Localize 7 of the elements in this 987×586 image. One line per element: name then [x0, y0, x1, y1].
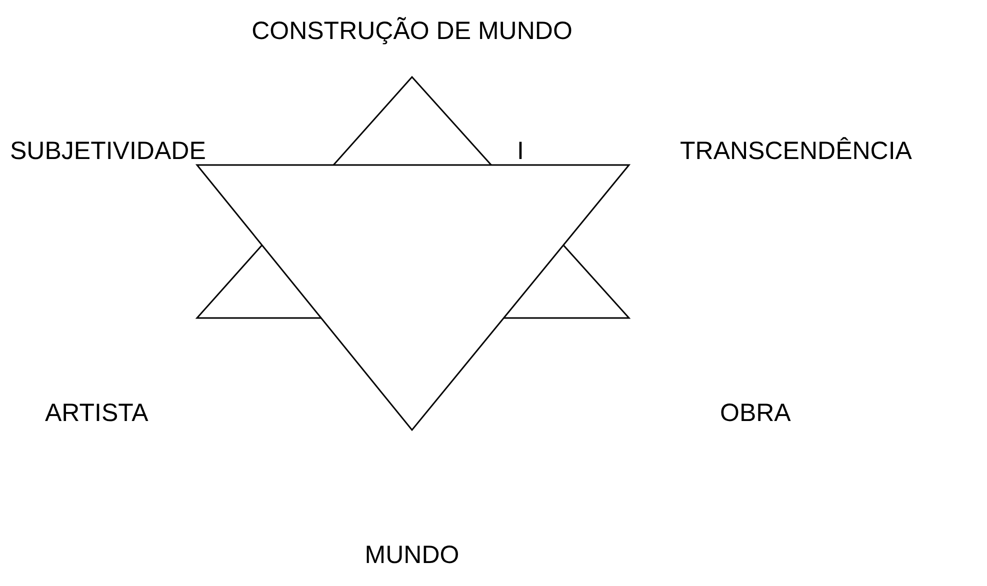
word-label: ARTISTA [45, 398, 148, 428]
word-label: MUNDO [364, 540, 460, 570]
word-label: TRANSCENDÊNCIA [680, 136, 912, 166]
word-label: OBRA [720, 398, 791, 428]
word-label: SUBJETIVIDADE [10, 136, 206, 166]
word-label: I [517, 136, 524, 166]
word-label: CONSTRUÇÃO DE MUNDO [252, 16, 572, 46]
